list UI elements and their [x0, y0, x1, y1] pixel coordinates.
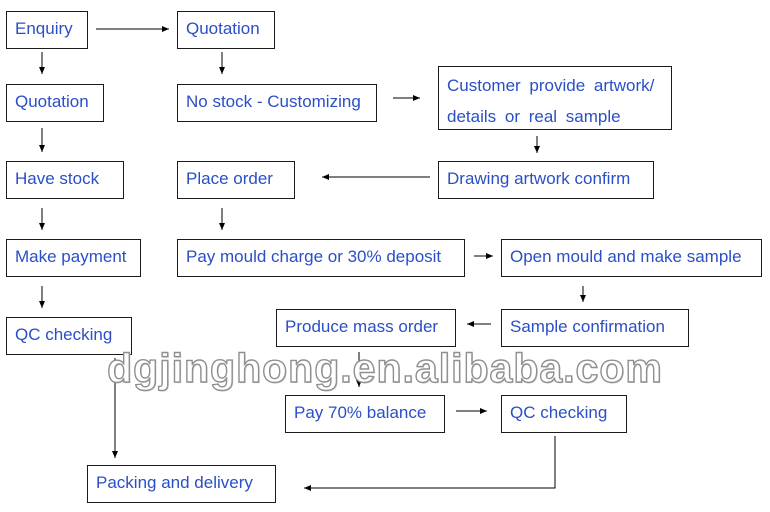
node-produce-mass-order: Produce mass order [276, 309, 456, 347]
node-customer-provide: Customer provide artwork/ details or rea… [438, 66, 672, 130]
node-qc-checking-left: QC checking [6, 317, 132, 355]
node-pay-mould-charge: Pay mould charge or 30% deposit [177, 239, 465, 277]
node-open-mould: Open mould and make sample [501, 239, 762, 277]
node-quotation-left: Quotation [6, 84, 104, 122]
node-sample-confirmation: Sample confirmation [501, 309, 689, 347]
node-have-stock: Have stock [6, 161, 124, 199]
node-packing-delivery: Packing and delivery [87, 465, 276, 503]
node-drawing-artwork-confirm: Drawing artwork confirm [438, 161, 654, 199]
node-no-stock-customizing: No stock - Customizing [177, 84, 377, 122]
node-make-payment: Make payment [6, 239, 141, 277]
node-pay-balance: Pay 70% balance [285, 395, 445, 433]
node-qc-checking-right: QC checking [501, 395, 627, 433]
arrow-qcright-to-packing [304, 436, 556, 491]
node-place-order: Place order [177, 161, 295, 199]
node-quotation-top: Quotation [177, 11, 275, 49]
node-enquiry: Enquiry [6, 11, 88, 49]
